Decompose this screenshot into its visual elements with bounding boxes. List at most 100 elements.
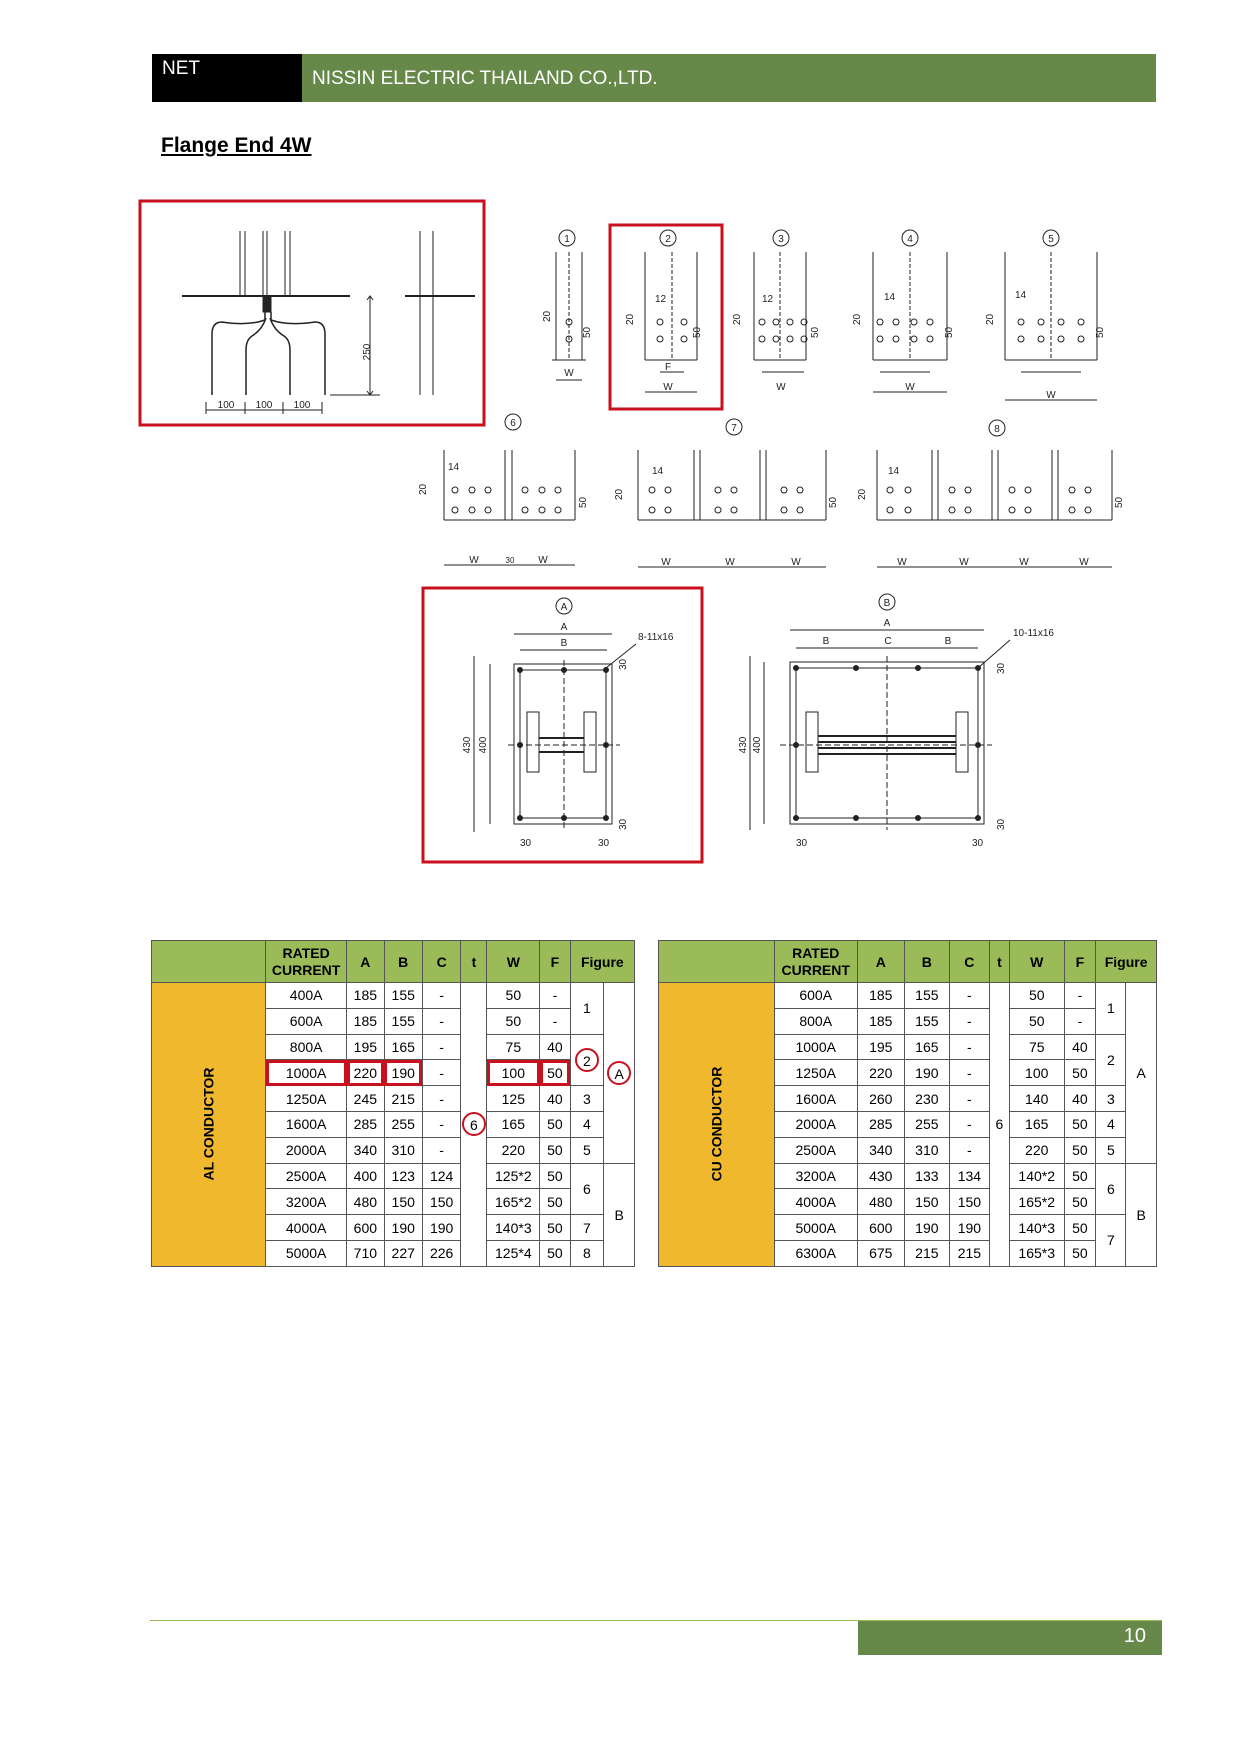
dim-f: F (665, 362, 671, 373)
cell: - (1063, 982, 1097, 1009)
cell: 50 (539, 1214, 571, 1241)
cell: 255 (903, 1110, 950, 1138)
cell: 215 (383, 1085, 423, 1112)
cell: 600 (346, 1214, 385, 1241)
cell: 50 (1008, 982, 1065, 1009)
cell: 600A (773, 982, 858, 1009)
al-header-figure: Figure (569, 940, 636, 983)
cell: 400 (346, 1162, 385, 1190)
dim-100-a: 100 (218, 400, 235, 411)
cell: 165*3 (1008, 1239, 1065, 1267)
cell: 260 (856, 1085, 905, 1112)
figure-cell: 3 (569, 1085, 605, 1112)
figure-cell: 7 (1095, 1214, 1127, 1267)
cell: - (421, 1059, 462, 1087)
figure-cell: 6 (569, 1162, 605, 1216)
figure-number-2: 2 (665, 234, 671, 245)
dim-30: 30 (618, 658, 629, 670)
dim-50: 50 (1095, 326, 1106, 338)
cell: 220 (856, 1059, 905, 1087)
dim-20: 20 (852, 313, 863, 325)
cell: - (539, 1007, 571, 1035)
dim-20: 20 (857, 488, 868, 500)
cell: 50 (1063, 1239, 1097, 1267)
cell: 155 (383, 982, 423, 1009)
al-header-c: C (421, 940, 462, 983)
dim-30: 30 (618, 818, 629, 830)
dim-w: W (1046, 390, 1056, 401)
dim-12: 12 (762, 294, 774, 305)
cell: 150 (948, 1188, 991, 1216)
cell: 255 (383, 1110, 423, 1138)
highlight-box-figure-2 (608, 223, 724, 411)
cell: 50 (539, 1059, 571, 1087)
highlight-box-figure-a (421, 586, 704, 864)
figure-number-7: 7 (731, 423, 737, 434)
cu-header-a: A (856, 940, 905, 983)
cu-header-figure: Figure (1095, 940, 1157, 983)
cell: 190 (903, 1059, 950, 1087)
cell: 800A (773, 1007, 858, 1035)
figure-6: 6 14 20 50 W 30 W (418, 413, 589, 566)
cell: 123 (383, 1162, 423, 1190)
cell: 245 (346, 1085, 385, 1112)
cell: 340 (346, 1136, 385, 1164)
cell: 185 (856, 1007, 905, 1035)
dim-14: 14 (1015, 290, 1027, 301)
dim-250: 250 (362, 343, 373, 360)
dim-50: 50 (582, 326, 593, 338)
cell: 40 (539, 1033, 571, 1061)
cell: 190 (903, 1214, 950, 1241)
dim-w: W (905, 382, 915, 393)
cell: 285 (856, 1110, 905, 1138)
cell: 215 (903, 1239, 950, 1267)
drawings: 250 100 100 100 1 20 50 W 2 12 20 50 F W (138, 199, 1125, 864)
cell: - (948, 1110, 991, 1138)
cu-group-b-cell: B (1125, 1162, 1157, 1267)
dim-w: W (791, 557, 801, 568)
cell: 340 (856, 1136, 905, 1164)
cell: - (539, 982, 571, 1009)
cell: 190 (421, 1214, 462, 1241)
hole-spec: 8-11x16 (638, 632, 674, 643)
cell: 1600A (773, 1085, 858, 1112)
figure-cell: 6 (1095, 1162, 1127, 1216)
dim-430: 430 (462, 736, 473, 753)
cell: 480 (856, 1188, 905, 1216)
al-group-a-highlight: A (607, 1060, 632, 1085)
dim-12: 12 (655, 294, 667, 305)
figure-number-1: 1 (564, 234, 570, 245)
dim-430: 430 (738, 736, 749, 753)
dim-w: W (897, 557, 907, 568)
cell: 5000A (773, 1214, 858, 1241)
page-number: 10 (858, 1621, 1162, 1655)
cell: 50 (1063, 1059, 1097, 1087)
cell: 600A (265, 1007, 348, 1035)
dim-w: W (663, 382, 673, 393)
cell: - (948, 1136, 991, 1164)
al-header-b: B (383, 940, 423, 983)
cell: 150 (903, 1188, 950, 1216)
cell: 100 (1008, 1059, 1065, 1087)
cell: 227 (383, 1239, 423, 1267)
al-figure-2-cell: 2 (569, 1033, 605, 1087)
footer-divider (150, 1620, 1162, 1621)
cell: - (421, 982, 462, 1009)
dim-50: 50 (578, 496, 589, 508)
figure-number-3: 3 (778, 234, 784, 245)
cu-group-a-cell: A (1125, 982, 1157, 1164)
cell: - (421, 1007, 462, 1035)
figure-cell: 4 (1095, 1110, 1127, 1138)
dim-w: W (469, 555, 479, 566)
dim-400: 400 (752, 736, 763, 753)
dim-20: 20 (418, 483, 429, 495)
cell: 185 (856, 982, 905, 1009)
dim-w: W (1019, 557, 1029, 568)
